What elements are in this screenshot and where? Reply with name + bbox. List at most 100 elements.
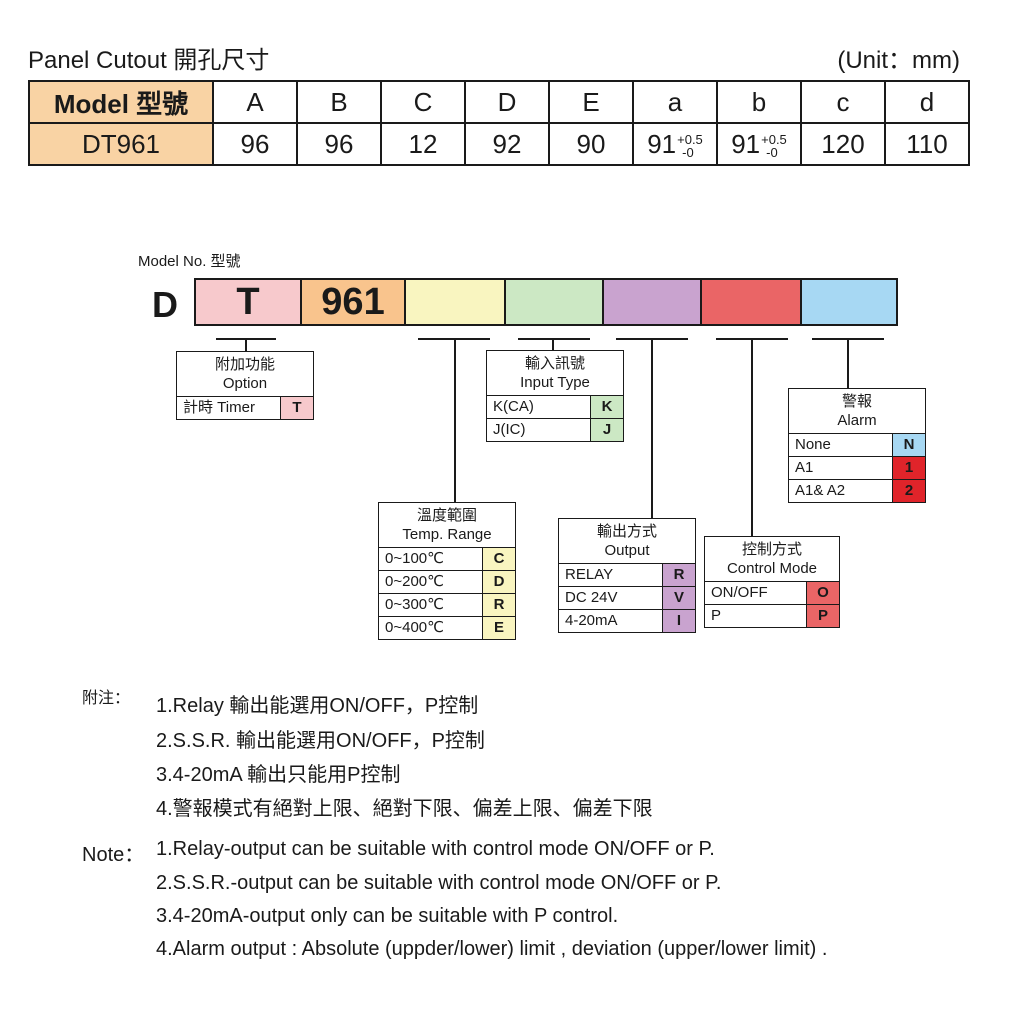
note-zh-line: 1.Relay 輸出能選用ON/OFF，P控制 [156, 695, 479, 717]
option-title-zh: 附加功能 [214, 356, 275, 373]
alarm-row: A1 1 [789, 456, 925, 479]
control-title-zh: 控制方式 [741, 541, 802, 558]
output-code: R [662, 564, 695, 586]
control-title-en: Control Mode [726, 560, 818, 577]
segment-control-mode [700, 278, 802, 326]
input-code: K [590, 396, 623, 418]
temp-code: C [482, 548, 515, 570]
cell-b-value: 91 [731, 128, 761, 159]
temp-code: E [482, 617, 515, 639]
note-zh-line: 3.4-20mA 輸出只能用P控制 [156, 764, 401, 786]
table-header-row: Model 型號 A B C D E a b c d [28, 80, 970, 124]
model-no-label: Model No. 型號 [138, 253, 241, 270]
input-title-en: Input Type [520, 374, 590, 391]
control-code: P [806, 605, 839, 627]
cell-d: 110 [884, 122, 970, 166]
alarm-row: A1& A2 2 [789, 479, 925, 502]
input-row: K(CA) K [487, 395, 623, 418]
tol-minus: -0 [682, 144, 694, 160]
cutout-table: Model 型號 A B C D E a b c d DT961 96 96 1… [28, 80, 970, 166]
cell-C: 12 [380, 122, 466, 166]
option-row: 計時 Timer T [177, 396, 313, 419]
header-E: E [548, 80, 634, 124]
header-d: d [884, 80, 970, 124]
alarm-box: 警報 Alarm None N A1 1 A1& A2 2 [788, 388, 926, 503]
control-label: ON/OFF [711, 584, 768, 601]
temp-label: 0~100℃ [385, 550, 444, 567]
segment-input-type [504, 278, 604, 326]
cell-model: DT961 [28, 122, 214, 166]
connector-output [651, 338, 653, 520]
output-box: 輸出方式 Output RELAY R DC 24V V 4-20mA I [558, 518, 696, 633]
note-zh-line: 4.警報模式有絕對上限、絕對下限、偏差上限、偏差下限 [156, 798, 653, 820]
temp-row: 0~100℃ C [379, 547, 515, 570]
connector-control [751, 338, 753, 538]
output-row: RELAY R [559, 563, 695, 586]
alarm-title-en: Alarm [837, 412, 877, 429]
cell-B: 96 [296, 122, 382, 166]
header-c: c [800, 80, 886, 124]
alarm-label: None [795, 436, 831, 453]
cell-E: 90 [548, 122, 634, 166]
control-row: P P [705, 604, 839, 627]
alarm-row: None N [789, 433, 925, 456]
input-code: J [590, 419, 623, 441]
temp-title-zh: 溫度範圍 [416, 507, 477, 524]
bracket-input [518, 338, 590, 340]
segment-option: T [194, 278, 302, 326]
input-label: K(CA) [493, 398, 534, 415]
temp-row: 0~400℃ E [379, 616, 515, 639]
temp-label: 0~300℃ [385, 596, 444, 613]
output-code: I [662, 610, 695, 632]
input-label: J(IC) [493, 421, 526, 438]
connector-temp [454, 338, 456, 504]
cell-b: 91+0.5-0 [716, 122, 802, 166]
tol-minus: -0 [766, 144, 778, 160]
output-label: 4-20mA [565, 612, 618, 629]
input-title-zh: 輸入訊號 [524, 355, 585, 372]
code-prefix: D [152, 284, 178, 325]
temp-code: R [482, 594, 515, 616]
alarm-code: 2 [892, 480, 925, 502]
cell-A: 96 [212, 122, 298, 166]
header-A: A [212, 80, 298, 124]
header-a: a [632, 80, 718, 124]
table-row: DT961 96 96 12 92 90 91+0.5-0 91+0.5-0 1… [28, 122, 970, 166]
header-model: Model 型號 [28, 80, 214, 124]
note-en-line: 3.4-20mA-output only can be suitable wit… [156, 905, 619, 927]
output-label: RELAY [565, 566, 614, 583]
cell-a-value: 91 [647, 128, 677, 159]
note-en-line: 4.Alarm output : Absolute (uppder/lower)… [156, 938, 828, 960]
cell-b-tolerance: +0.5-0 [761, 133, 787, 159]
output-code: V [662, 587, 695, 609]
alarm-label: A1& A2 [795, 482, 846, 499]
output-label: DC 24V [565, 589, 618, 606]
cell-c: 120 [800, 122, 886, 166]
temp-label: 0~400℃ [385, 619, 444, 636]
option-title-en: Option [222, 375, 268, 392]
temp-range-box: 溫度範圍 Temp. Range 0~100℃ C 0~200℃ D 0~300… [378, 502, 516, 640]
temp-label: 0~200℃ [385, 573, 444, 590]
segment-alarm [800, 278, 898, 326]
cell-D: 92 [464, 122, 550, 166]
header-C: C [380, 80, 466, 124]
cell-a: 91+0.5-0 [632, 122, 718, 166]
segment-temp-range [404, 278, 506, 326]
control-label: P [711, 607, 722, 624]
option-label: 計時 Timer [183, 399, 255, 416]
temp-row: 0~300℃ R [379, 593, 515, 616]
output-row: DC 24V V [559, 586, 695, 609]
alarm-title-zh: 警報 [841, 393, 872, 410]
cutout-title: Panel Cutout 開孔尺寸 [28, 47, 270, 74]
output-title-zh: 輸出方式 [596, 523, 657, 540]
notes-zh-prefix: 附注： [82, 690, 131, 707]
note-zh-line: 2.S.S.R. 輸出能選用ON/OFF，P控制 [156, 730, 485, 752]
temp-code: D [482, 571, 515, 593]
unit-label: (Unit：mm) [837, 47, 960, 74]
connector-option [245, 338, 247, 352]
connector-input [552, 338, 554, 352]
input-row: J(IC) J [487, 418, 623, 441]
input-type-box: 輸入訊號 Input Type K(CA) K J(IC) J [486, 350, 624, 442]
output-row: 4-20mA I [559, 609, 695, 632]
alarm-label: A1 [795, 459, 814, 476]
